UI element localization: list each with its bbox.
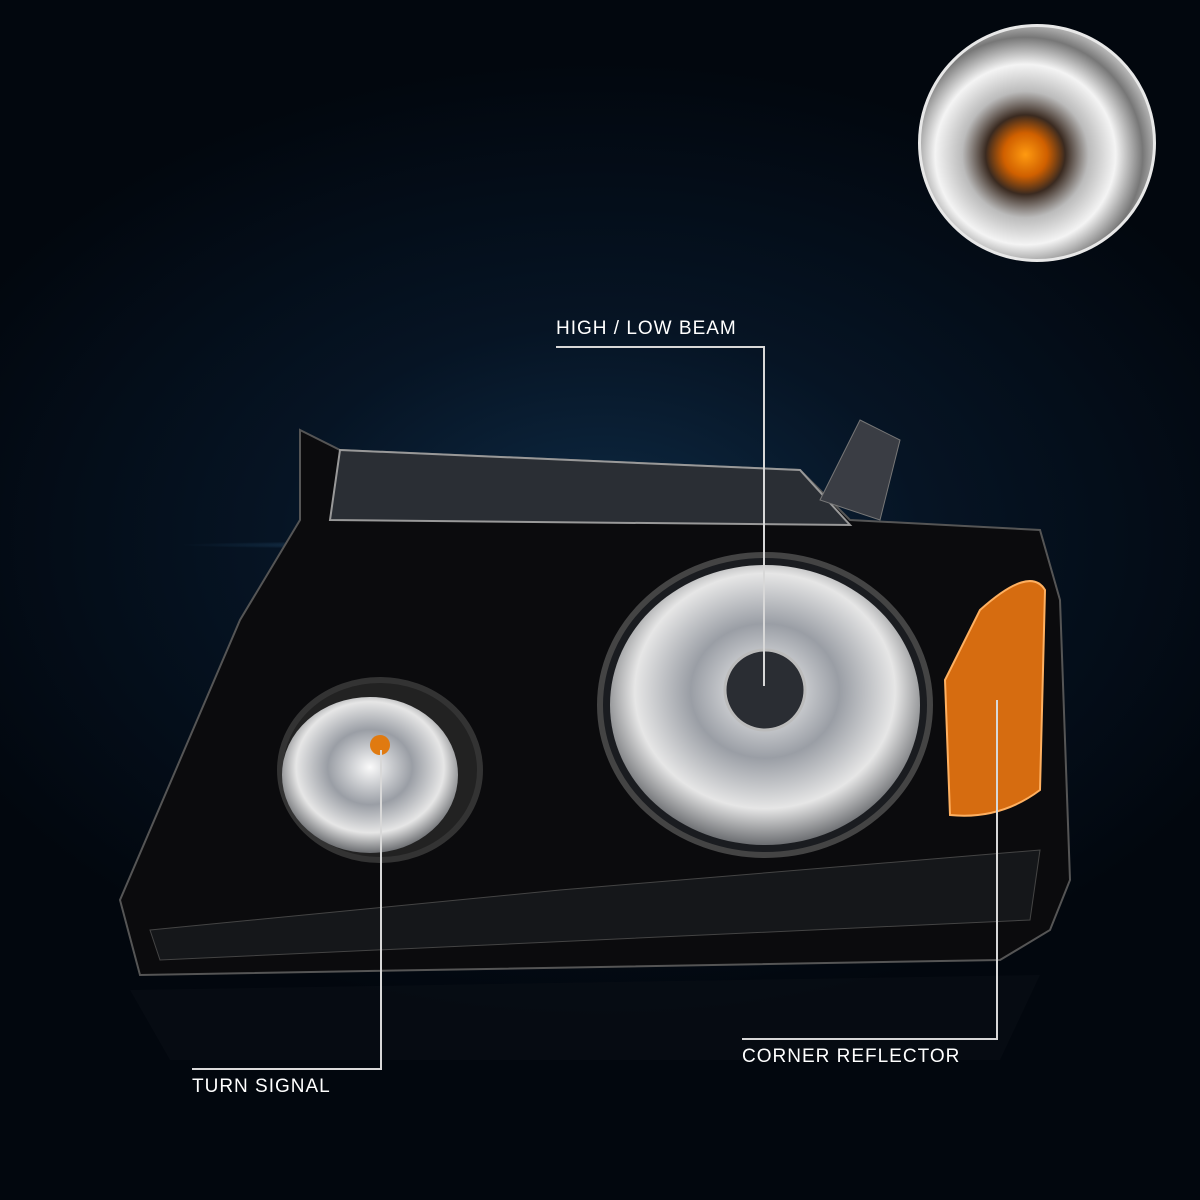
callout-line	[192, 1068, 382, 1070]
amber-bulb	[370, 735, 390, 755]
callout-line	[556, 346, 764, 348]
callout-line	[763, 346, 765, 686]
label-corner-reflector: CORNER REFLECTOR	[742, 1046, 961, 1067]
label-turn-signal: TURN SIGNAL	[192, 1076, 331, 1097]
label-high-low-beam: HIGH / LOW BEAM	[556, 318, 737, 339]
corner-reflector	[943, 580, 1047, 817]
callout-line	[742, 1038, 998, 1040]
callout-line	[996, 700, 998, 1040]
turn-signal-closeup	[918, 24, 1156, 262]
callout-line	[380, 750, 382, 1070]
